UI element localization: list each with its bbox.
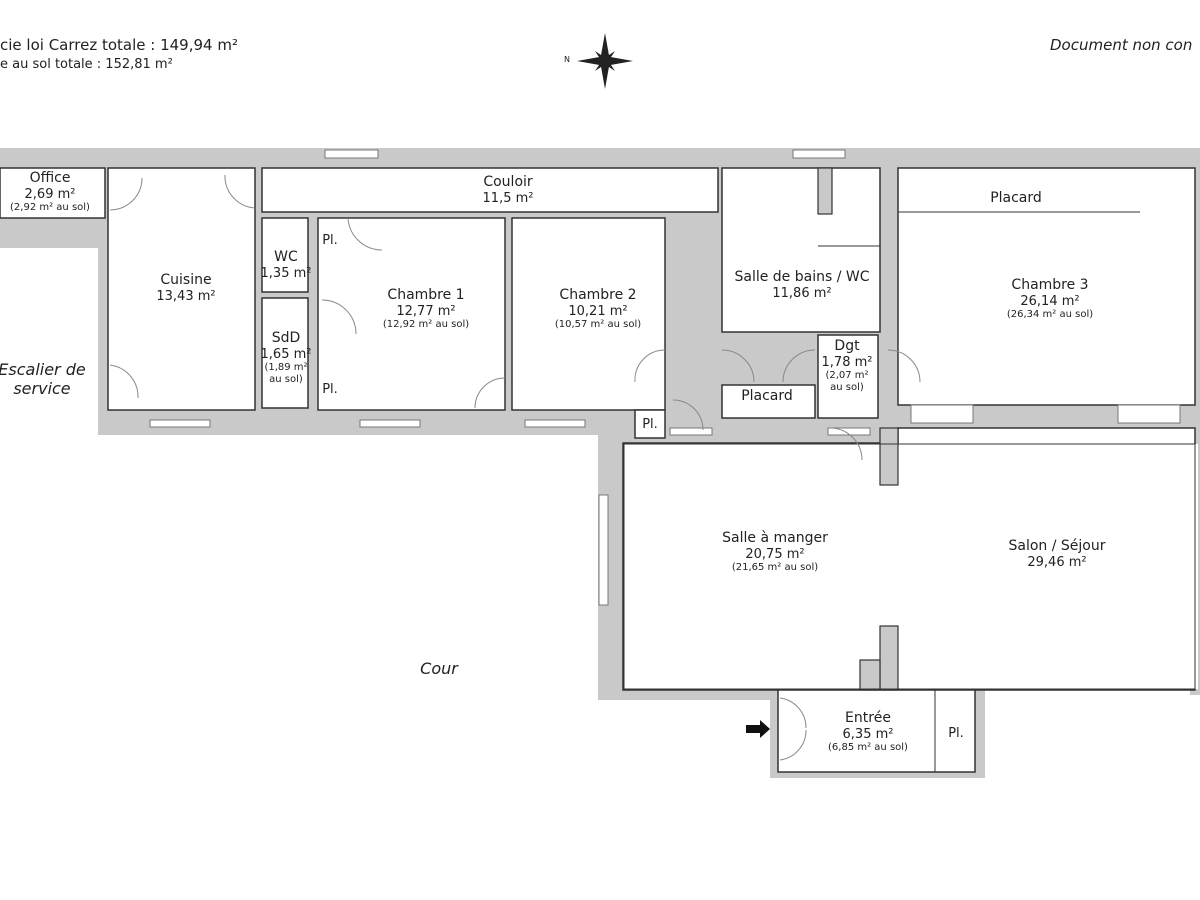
disclaimer: Document non con — [1050, 36, 1193, 54]
carrez-total: cie loi Carrez totale : 149,94 m² — [0, 36, 238, 54]
pl-chambre-1-top: Pl. — [322, 233, 338, 248]
wall-stubs — [817, 167, 899, 691]
placard-sdb: Placard — [741, 388, 793, 404]
windows — [149, 149, 1181, 606]
placard-chambre-3: Placard — [990, 190, 1042, 206]
pl-chambre-1-bottom: Pl. — [322, 382, 338, 397]
outlines — [623, 211, 1196, 772]
compass-rose-icon — [577, 33, 633, 89]
arrow-right-icon — [746, 720, 770, 738]
floor-area-total: e au sol totale : 152,81 m² — [0, 57, 173, 72]
pl-entree: Pl. — [948, 726, 964, 741]
cour-label: Cour — [420, 659, 458, 678]
pl-chambre-2: Pl. — [642, 417, 658, 432]
openings — [0, 250, 1198, 689]
compass-label: N — [564, 55, 570, 64]
door-swings — [109, 174, 921, 761]
